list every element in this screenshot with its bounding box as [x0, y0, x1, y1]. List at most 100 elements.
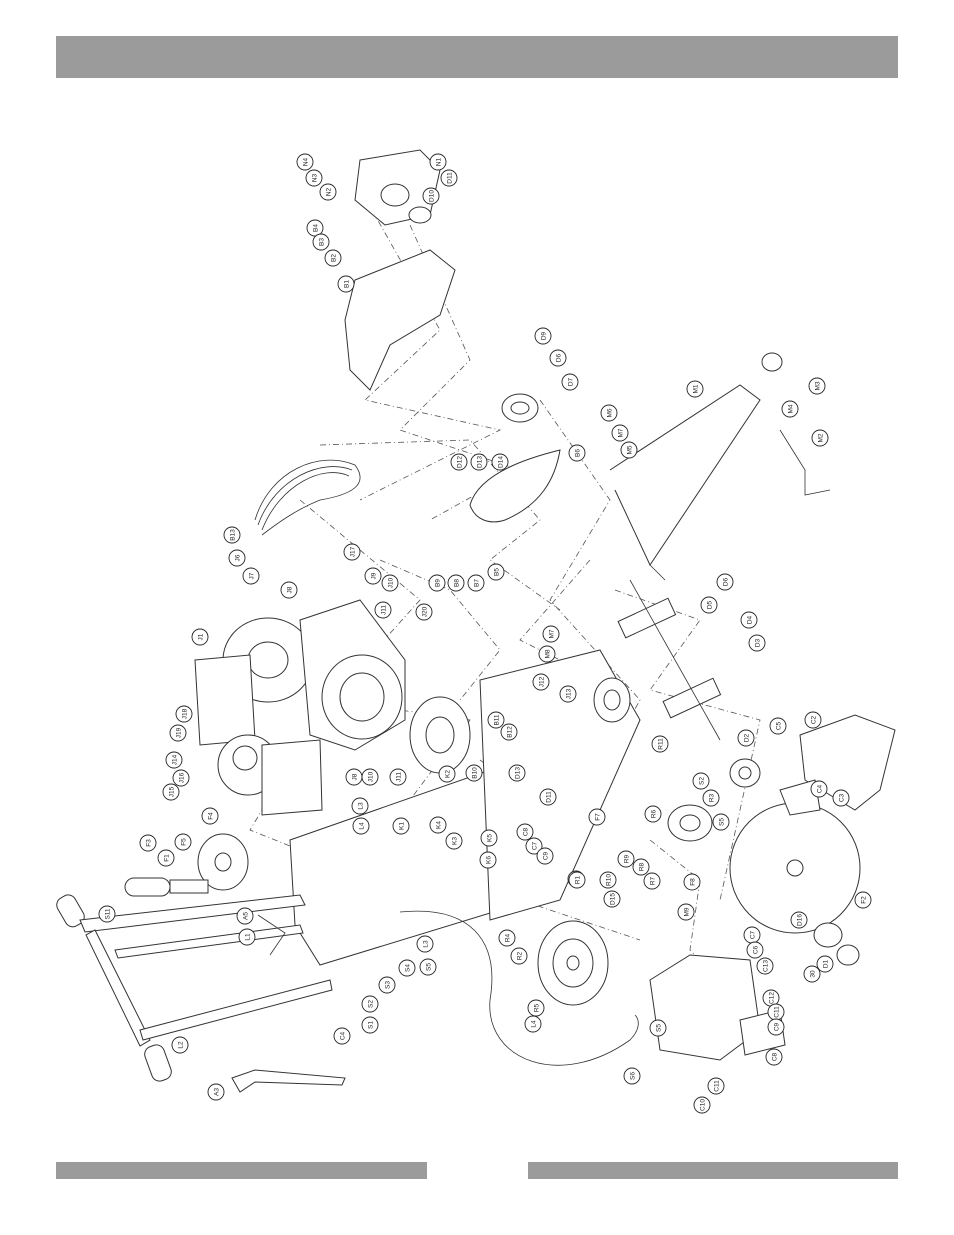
callout-circle: [854, 891, 872, 909]
callout-d2: D2: [737, 729, 755, 747]
callout-label: D13: [476, 456, 483, 468]
callout-d15: D15: [603, 890, 621, 908]
callout-circle: [748, 634, 766, 652]
engine-pulley: [409, 696, 471, 774]
callout-circle: [643, 872, 661, 890]
callout-circle: [716, 573, 734, 591]
callout-n2: N2: [319, 183, 337, 201]
callout-label: J19: [175, 727, 182, 738]
callout-circle: [296, 153, 314, 171]
callout-circle: [542, 625, 560, 643]
callout-j11: J11: [389, 768, 407, 786]
callout-circle: [236, 907, 254, 925]
callout-circle: [568, 871, 586, 889]
callout-c10: C10: [693, 1096, 711, 1114]
callout-s6: S6: [623, 1067, 641, 1085]
callout-circle: [559, 685, 577, 703]
callout-circle: [712, 813, 730, 831]
callout-circle: [491, 453, 509, 471]
callout-l3: L3: [416, 935, 434, 953]
callout-30: 30: [803, 965, 821, 983]
callout-l1: L1: [238, 928, 256, 946]
callout-f7: F7: [588, 808, 606, 826]
callout-label: C12: [768, 992, 775, 1004]
callout-circle: [429, 153, 447, 171]
callout-circle: [361, 1016, 379, 1034]
blade-shaft: [617, 579, 722, 741]
callout-circle: [191, 628, 209, 646]
callout-circle: [165, 751, 183, 769]
callout-l2: L2: [171, 1036, 189, 1054]
callout-c9: C9: [536, 847, 554, 865]
callout-circle: [422, 187, 440, 205]
callout-label: K1: [398, 822, 405, 830]
callout-n4: N4: [296, 153, 314, 171]
callout-label: C8: [522, 827, 529, 836]
callout-label: J7: [248, 572, 255, 579]
callout-d5: D5: [700, 596, 718, 614]
callout-label: C9: [542, 851, 549, 860]
callout-circle: [510, 947, 528, 965]
callout-f8: F8: [683, 873, 701, 891]
callout-label: S4: [404, 964, 411, 972]
callout-r3: R3: [702, 789, 720, 807]
callout-circle: [319, 183, 337, 201]
callout-c4: C4: [810, 780, 828, 798]
callout-circle: [480, 829, 498, 847]
callout-m5: M5: [620, 441, 638, 459]
handwheel: [124, 833, 249, 897]
callout-circle: [623, 1067, 641, 1085]
callout-circle: [305, 169, 323, 187]
callout-d14: D14: [491, 453, 509, 471]
callout-circle: [306, 219, 324, 237]
callout-label: S6: [629, 1072, 636, 1080]
base-frame: [289, 649, 641, 966]
callout-circle: [568, 444, 586, 462]
callout-d1: D1: [816, 955, 834, 973]
callout-a5: A5: [236, 907, 254, 925]
callout-m7: M7: [542, 625, 560, 643]
callout-label: D3: [754, 638, 761, 647]
callout-circle: [693, 1096, 711, 1114]
callout-circle: [416, 935, 434, 953]
callout-label: J1: [197, 633, 204, 640]
callout-j12: J12: [532, 673, 550, 691]
callout-label: F2: [860, 896, 867, 904]
wrench: [231, 1069, 346, 1093]
callout-circle: [381, 574, 399, 592]
callout-label: B4: [312, 224, 319, 232]
callout-circle: [737, 729, 755, 747]
callout-m2: M2: [811, 429, 829, 447]
callout-circle: [415, 603, 433, 621]
guard-plate: [469, 449, 561, 523]
callout-a3: A3: [207, 1083, 225, 1101]
callout-circle: [447, 574, 465, 592]
pulley-small: [501, 393, 539, 423]
callout-j18: J18: [175, 705, 193, 723]
callout-label: M6: [606, 408, 613, 417]
callout-circle: [832, 789, 850, 807]
callout-circle: [534, 327, 552, 345]
callout-l4: L4: [352, 817, 370, 835]
callout-label: D7: [567, 377, 574, 386]
callout-label: S5: [655, 1024, 662, 1032]
callout-label: J17: [349, 546, 356, 557]
callout-f1: F1: [157, 849, 175, 867]
callout-circle: [651, 735, 669, 753]
callout-circle: [174, 833, 192, 851]
callout-k5: K5: [480, 829, 498, 847]
rear-wheel: [537, 920, 609, 1006]
callout-label: F4: [207, 812, 214, 820]
callout-j14: J14: [165, 751, 183, 769]
callout-b1: B1: [337, 275, 355, 293]
callout-circle: [169, 724, 187, 742]
callout-label: 30: [809, 970, 816, 978]
callout-label: B12: [506, 726, 513, 738]
callout-s5: S5: [419, 958, 437, 976]
callout-label: K3: [451, 837, 458, 845]
callout-label: D16: [796, 914, 803, 926]
callout-label: F8: [689, 878, 696, 886]
callout-d6: D6: [716, 573, 734, 591]
callout-c8: C8: [516, 823, 534, 841]
